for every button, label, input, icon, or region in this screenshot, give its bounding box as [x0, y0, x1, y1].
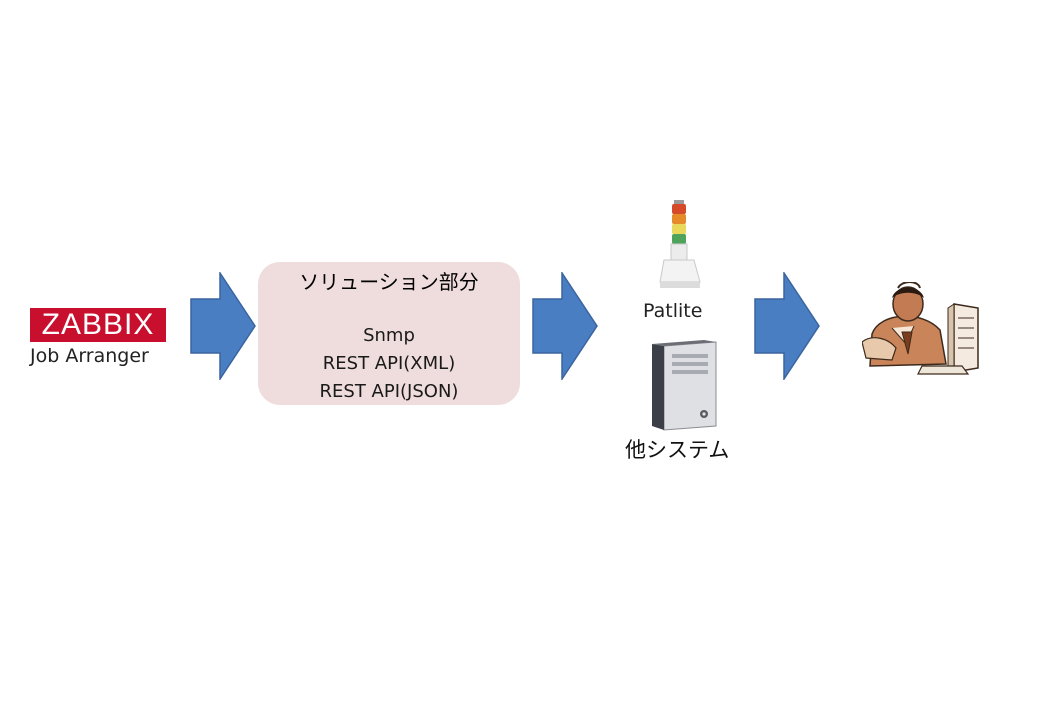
right-arrow-icon: [754, 272, 820, 380]
right-arrow-icon: [532, 272, 598, 380]
job-arranger-label: Job Arranger: [30, 345, 149, 367]
solution-items: Snmp REST API(XML) REST API(JSON): [258, 322, 520, 406]
solution-box: [258, 262, 520, 405]
patlite-label: Patlite: [643, 300, 703, 322]
operator-at-computer-icon: [861, 281, 980, 390]
right-arrow-icon: [190, 272, 256, 380]
solution-item-rest-xml: REST API(XML): [322, 353, 456, 374]
signal-tower-icon: [658, 200, 702, 294]
solution-title: ソリューション部分: [299, 270, 479, 294]
solution-item-snmp: Snmp: [363, 325, 415, 346]
solution-item-rest-json: REST API(JSON): [319, 381, 459, 402]
zabbix-logo: ZABBIX: [30, 308, 166, 342]
server-tower-icon: [650, 340, 722, 436]
other-system-label: 他システム: [625, 438, 730, 462]
